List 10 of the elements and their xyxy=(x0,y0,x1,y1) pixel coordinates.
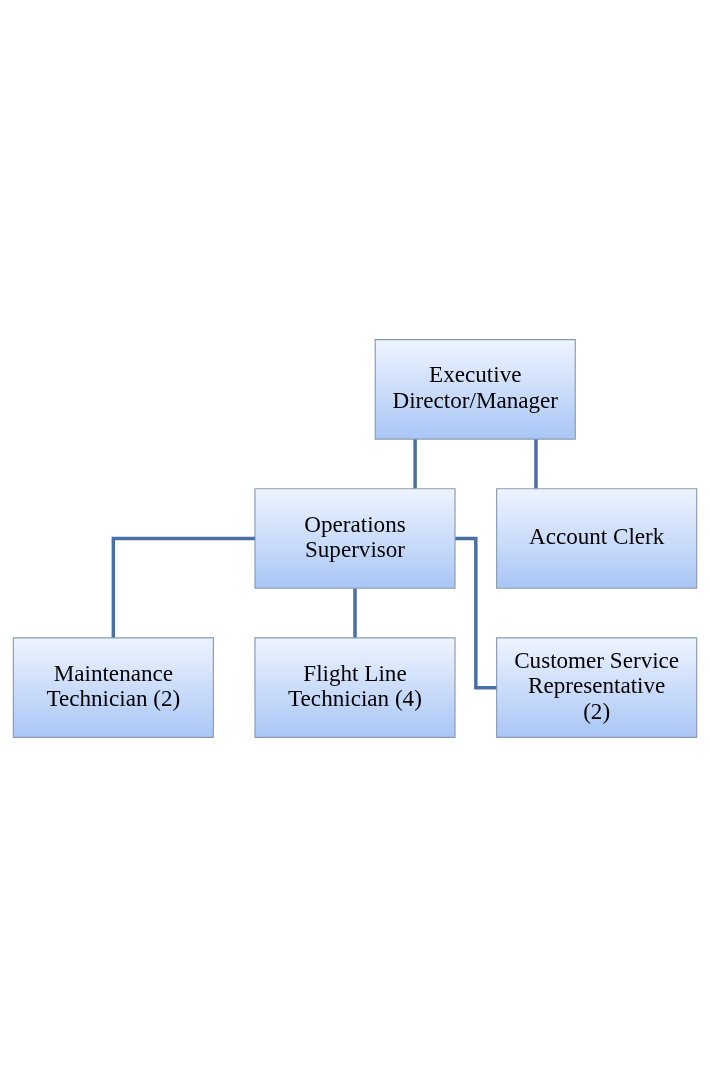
node-box: Maintenance Technician (2) xyxy=(12,636,214,738)
node-box: Executive Director/Manager xyxy=(374,338,576,440)
connector xyxy=(353,588,357,637)
connector xyxy=(111,536,255,638)
connector xyxy=(413,438,417,488)
node-box: Customer Service Representative (2) xyxy=(496,636,698,738)
node-box: Operations Supervisor xyxy=(254,487,456,589)
node-box: Account Clerk xyxy=(496,487,698,589)
node-box: Flight Line Technician (4) xyxy=(254,636,456,738)
connector xyxy=(534,438,538,488)
